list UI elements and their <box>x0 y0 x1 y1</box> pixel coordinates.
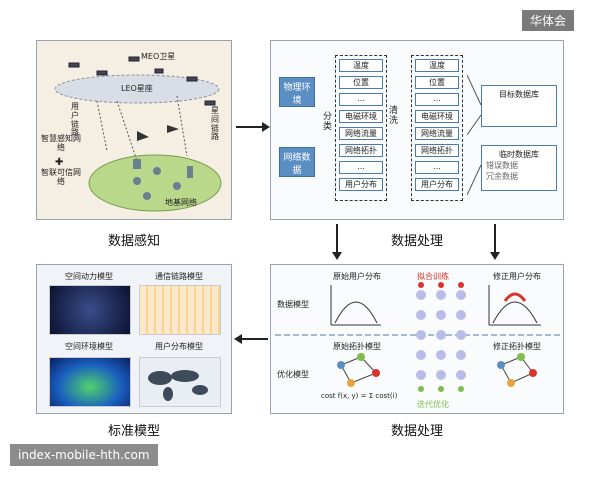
space-dynamics-label: 空间动力模型 <box>65 272 113 281</box>
inter-link-label: 星间链路 <box>211 106 219 142</box>
redundant-data-label: 冗余数据 <box>486 172 518 181</box>
classify-item: … <box>339 93 383 106</box>
clean-item: … <box>415 161 459 174</box>
classify-column <box>335 55 387 201</box>
classify-item: 位置 <box>339 76 383 89</box>
arrow-right-icon <box>236 122 270 132</box>
clean-item: 温度 <box>415 59 459 72</box>
user-dist-label: 用户分布模型 <box>155 342 203 351</box>
fixed-user-label: 修正用户分布 <box>493 272 541 281</box>
leo-label: LEO星座 <box>121 84 153 93</box>
classify-label: 分类 <box>323 112 333 132</box>
data-model-label: 数据模型 <box>277 300 309 309</box>
classify-item: … <box>339 161 383 174</box>
bottom-illustration <box>275 282 561 392</box>
fit-train-label: 拟合训练 <box>417 272 449 281</box>
clean-item: 位置 <box>415 76 459 89</box>
iter-opt-label: 迭代优化 <box>417 400 449 409</box>
clean-column <box>411 55 463 201</box>
comm-link-image <box>139 285 221 335</box>
standard-model-caption: 标准模型 <box>107 424 160 439</box>
error-data-label: 错误数据 <box>486 161 518 170</box>
classify-item: 温度 <box>339 59 383 72</box>
clean-item: 网络拓扑 <box>415 144 459 157</box>
processing-caption-top: 数据处理 <box>390 234 443 249</box>
fixed-topo-label: 修正拓扑模型 <box>493 342 541 351</box>
processing-panel-top: 物理环境 网络数据 分类 清洗 温度位置 … 电磁环境网络流量网络拓扑 … 用户分布 温… <box>270 40 564 220</box>
target-db-box: 目标数据库 <box>481 85 557 127</box>
clean-item: 网络流量 <box>415 127 459 140</box>
clean-item: … <box>415 93 459 106</box>
classify-item: 网络拓扑 <box>339 144 383 157</box>
space-env-label: 空间环境模型 <box>65 342 113 351</box>
meo-label: MEO卫星 <box>141 52 176 61</box>
brand-badge: 华体会 <box>522 10 575 31</box>
clean-item: 电磁环境 <box>415 110 459 123</box>
space-env-image <box>49 357 131 407</box>
classify-item: 电磁环境 <box>339 110 383 123</box>
user-link-label: 用户链路 <box>71 102 79 138</box>
arrow-down-icon <box>332 224 342 260</box>
plus-icon: ✚ <box>55 157 64 168</box>
space-dynamics-image <box>49 285 131 335</box>
clean-label: 清洗 <box>389 106 399 126</box>
classify-item: 网络流量 <box>339 127 383 140</box>
network-data-box: 网络数据 <box>279 147 315 177</box>
arrow-down-icon-2 <box>490 224 500 260</box>
world-map-icon <box>148 370 208 401</box>
perception-panel: MEO卫星 LEO星座 用户链路 星间链路 智慧感知网络 ✚ 智联可信网络 地基… <box>36 40 232 220</box>
trusted-net-label: 智联可信网络 <box>41 168 81 186</box>
clean-item: 用户分布 <box>415 178 459 191</box>
classify-item: 用户分布 <box>339 178 383 191</box>
arrow-left-icon <box>234 334 268 344</box>
perception-illustration <box>54 56 222 212</box>
watermark: index-mobile-hth.com <box>10 444 158 466</box>
temp-db-label: 临时数据库 <box>499 150 539 159</box>
ground-net-label: 地基网络 <box>165 198 197 207</box>
opt-model-label: 优化模型 <box>277 370 309 379</box>
processing-panel-bottom: 数据模型 优化模型 原始用户分布 拟合训练 修正用户分布 原始拓扑模型 修正拓扑… <box>270 264 564 414</box>
standard-model-panel: 空间动力模型 通信链路模型 空间环境模型 用户分布模型 <box>36 264 232 414</box>
flow-arrows <box>467 74 482 196</box>
user-dist-image <box>139 357 221 407</box>
temp-db-box: 临时数据库 错误数据 冗余数据 <box>481 145 557 191</box>
physical-env-box: 物理环境 <box>279 77 315 107</box>
processing-caption-bottom: 数据处理 <box>390 424 443 439</box>
perception-caption: 数据感知 <box>107 234 160 249</box>
target-db-label: 目标数据库 <box>499 90 539 99</box>
orig-topo-label: 原始拓扑模型 <box>333 342 381 351</box>
orig-user-label: 原始用户分布 <box>333 272 381 281</box>
comm-link-label: 通信链路模型 <box>155 272 203 281</box>
smart-sense-label: 智慧感知网络 <box>41 134 81 152</box>
cost-formula: cost f(x, y) = Σ cost(i) <box>321 392 398 400</box>
